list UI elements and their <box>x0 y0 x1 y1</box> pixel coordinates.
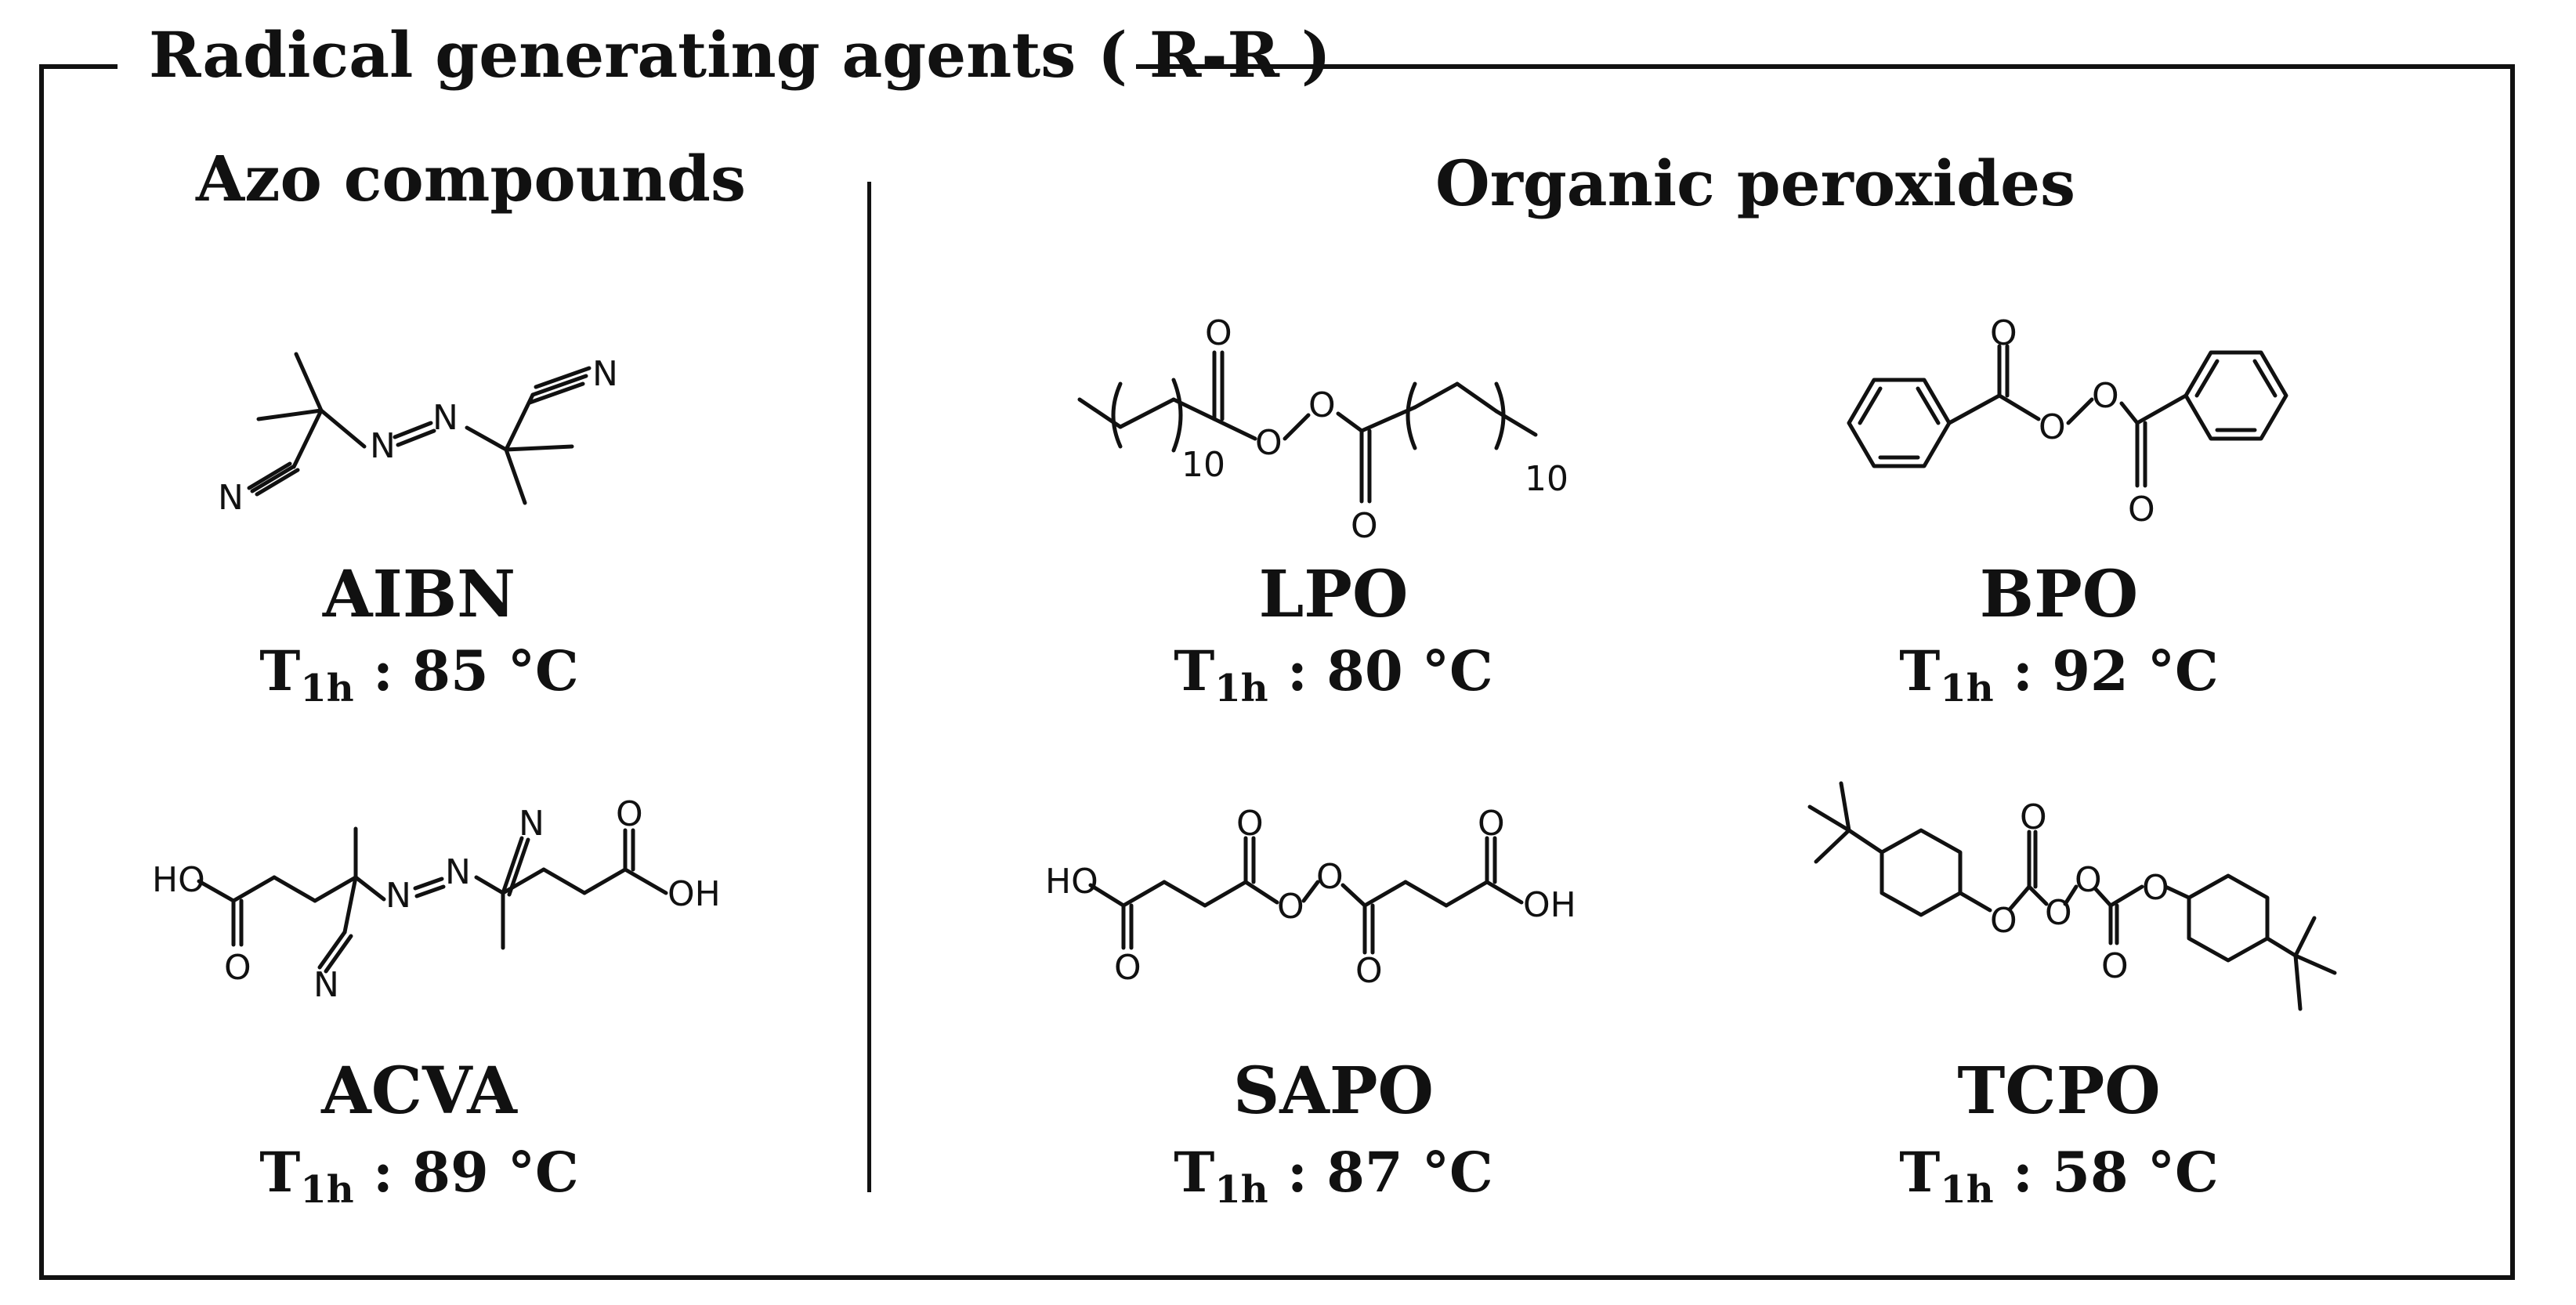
atom-label: N <box>592 354 618 394</box>
atom-label: O <box>2128 490 2155 530</box>
atom-label: O <box>616 794 643 834</box>
compound-name-aibn: AIBN <box>322 557 516 632</box>
atom-label: O <box>1990 313 2017 353</box>
atom-label: HO <box>1045 862 1098 902</box>
atom-label: O <box>2101 946 2129 986</box>
compound-temp-lpo: T1h : 80 °C <box>1174 638 1493 710</box>
atom-label: N <box>313 965 339 1005</box>
sapo-structure: HO O O O O O O OH <box>1045 804 1576 991</box>
section-title-azo: Azo compounds <box>196 142 747 215</box>
atom-label: O <box>1114 948 1141 988</box>
atom-label: N <box>218 478 244 518</box>
atom-label: N <box>370 426 396 466</box>
atom-label: OH <box>668 874 721 914</box>
atom-label: O <box>1236 804 1264 844</box>
atom-label: N <box>519 804 545 844</box>
section-title-peroxides: Organic peroxides <box>1435 146 2076 220</box>
bpo-structure: O O O O <box>1847 313 2288 530</box>
compound-name-acva: ACVA <box>321 1054 517 1129</box>
atom-label: O <box>2039 407 2066 447</box>
tcpo-structure: O O O O O O <box>1807 781 2337 1011</box>
atom-label: HO <box>152 860 205 900</box>
atom-label: O <box>224 948 251 988</box>
section-divider <box>867 182 871 1192</box>
atom-label: O <box>1308 385 1336 425</box>
aibn-structure: N N N N <box>218 352 618 518</box>
figure-frame <box>39 64 2515 1280</box>
compound-temp-sapo: T1h : 87 °C <box>1174 1140 1493 1212</box>
figure-title: Radical generating agents ( R-R ) <box>149 18 1331 92</box>
atom-label: O <box>1277 887 1304 927</box>
atom-label: O <box>2020 797 2047 837</box>
atom-label: O <box>2092 376 2119 416</box>
atom-label: N <box>385 876 411 916</box>
atom-label: OH <box>1523 885 1576 925</box>
atom-label: O <box>1255 423 1283 463</box>
atom-label: O <box>1478 804 1505 844</box>
atom-label: O <box>1205 313 1232 353</box>
compound-name-lpo: LPO <box>1258 557 1409 632</box>
compound-temp-aibn: T1h : 85 °C <box>259 638 579 710</box>
compound-temp-tcpo: T1h : 58 °C <box>1899 1140 2219 1212</box>
atom-label: O <box>1355 951 1383 991</box>
title-background <box>118 31 1136 102</box>
atom-label: N <box>432 398 458 438</box>
compound-name-sapo: SAPO <box>1233 1054 1434 1129</box>
lpo-structure: 10 O O O O 10 <box>1077 313 1568 546</box>
atom-label: O <box>1351 506 1378 546</box>
compound-temp-acva: T1h : 89 °C <box>259 1140 579 1212</box>
subscript-10: 10 <box>1525 459 1568 499</box>
atom-label: O <box>1316 857 1344 897</box>
acva-structure: HO O N N N N O OH <box>152 794 721 1005</box>
compound-name-tcpo: TCPO <box>1957 1054 2161 1129</box>
atom-label: N <box>445 852 471 892</box>
compound-name-bpo: BPO <box>1979 557 2139 632</box>
compound-temp-bpo: T1h : 92 °C <box>1899 638 2219 710</box>
subscript-10: 10 <box>1181 445 1225 485</box>
